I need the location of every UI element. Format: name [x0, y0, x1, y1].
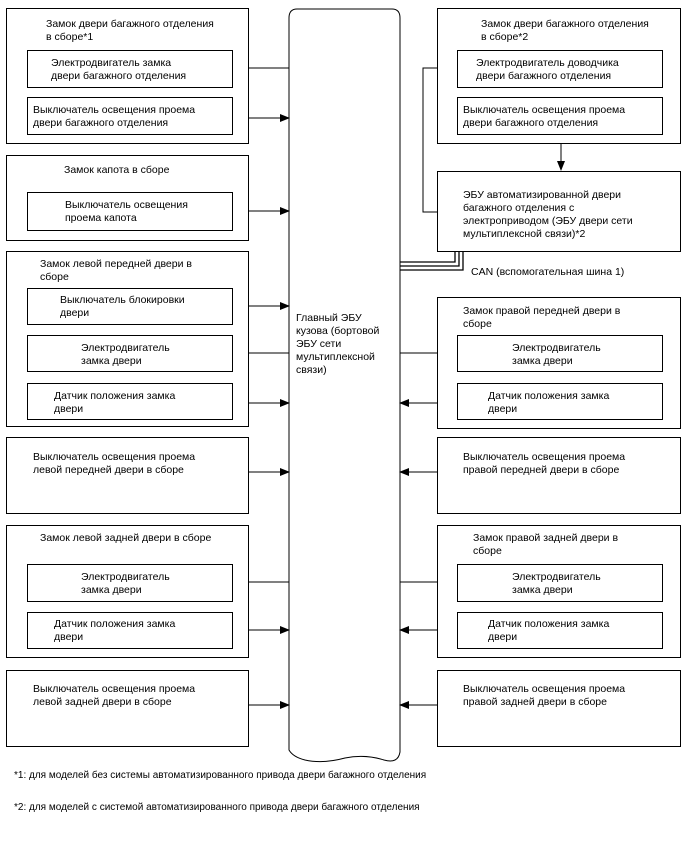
- right-trunk-courtesy-switch: [457, 97, 663, 135]
- left-trunk-courtesy-switch: [27, 97, 233, 135]
- front-left-courtesy-switch: [6, 437, 249, 514]
- power-back-door-ecu: [437, 171, 681, 252]
- hood-courtesy-switch: [27, 192, 233, 231]
- left-trunk-lock-title: Замок двери багажного отделения в сборе*…: [46, 18, 214, 43]
- rear-left-lock-motor-label: Электродвигатель замка двери: [81, 571, 170, 596]
- front-left-lock-motor-label: Электродвигатель замка двери: [81, 342, 170, 367]
- front-left-door-lock-title: Замок левой передней двери в сборе: [40, 258, 192, 283]
- rear-left-lock-sensor-label: Датчик положения замка двери: [54, 618, 176, 643]
- can-bus: [400, 252, 456, 263]
- rear-left-lock-motor: [27, 564, 233, 602]
- rear-right-lock-sensor-label: Датчик положения замка двери: [488, 618, 610, 643]
- front-right-lock-motor: [457, 335, 663, 372]
- rear-right-door-lock-title: Замок правой задней двери в сборе: [473, 532, 619, 557]
- front-left-lock-sensor: [27, 383, 233, 420]
- hood-lock-title: Замок капота в сборе: [64, 164, 170, 176]
- front-left-courtesy-switch-label: Выключатель освещения проема левой перед…: [33, 451, 196, 476]
- right-trunk-closer-motor-label: Электродвигатель доводчика двери багажно…: [476, 57, 619, 82]
- can-bus-label: CAN (вспомогательная шина 1): [471, 266, 625, 278]
- front-right-lock-motor-label: Электродвигатель замка двери: [512, 342, 601, 367]
- rear-right-lock-motor-label: Электродвигатель замка двери: [512, 571, 601, 596]
- front-right-courtesy-switch: [437, 437, 681, 514]
- front-left-lock-switch: [27, 288, 233, 325]
- rear-right-lock-sensor: [457, 612, 663, 649]
- rear-left-lock-sensor: [27, 612, 233, 649]
- main-ecu-outline: [288, 8, 401, 763]
- rear-left-courtesy-switch-label: Выключатель освещения проема левой задне…: [33, 683, 196, 708]
- front-right-courtesy-switch-label: Выключатель освещения проема правой пере…: [463, 451, 626, 476]
- rear-right-courtesy-switch: [437, 670, 681, 747]
- left-trunk-courtesy-switch-label: Выключатель освещения проема двери багаж…: [33, 104, 196, 129]
- rear-left-door-lock-title: Замок левой задней двери в сборе: [40, 532, 212, 544]
- right-trunk-closer-motor: [457, 50, 663, 88]
- left-trunk-lock-motor: [27, 50, 233, 88]
- power-back-door-ecu-label: ЭБУ автоматизированной двери багажного о…: [463, 189, 633, 240]
- front-right-lock-sensor-label: Датчик положения замка двери: [488, 390, 610, 415]
- front-right-door-lock-title: Замок правой передней двери в сборе: [463, 305, 621, 330]
- rear-right-courtesy-switch-label: Выключатель освещения проема правой задн…: [463, 683, 626, 708]
- rear-left-courtesy-switch: [6, 670, 249, 747]
- main-body-ecu-label: Главный ЭБУ кузова (бортовой ЭБУ сети му…: [296, 312, 380, 376]
- right-trunk-courtesy-switch-label: Выключатель освещения проема двери багаж…: [463, 104, 626, 129]
- hood-courtesy-switch-label: Выключатель освещения проема капота: [65, 199, 188, 224]
- front-right-lock-sensor: [457, 383, 663, 420]
- rear-right-lock-motor: [457, 564, 663, 602]
- right-trunk-lock-title: Замок двери багажного отделения в сборе*…: [481, 18, 649, 43]
- left-trunk-lock-motor-label: Электродвигатель замка двери багажного о…: [51, 57, 187, 82]
- front-left-lock-sensor-label: Датчик положения замка двери: [54, 390, 176, 415]
- front-left-lock-motor: [27, 335, 233, 372]
- front-left-lock-switch-label: Выключатель блокировки двери: [60, 294, 185, 319]
- footnote-2: *2: для моделей с системой автоматизиров…: [14, 802, 420, 813]
- footnote-1: *1: для моделей без системы автоматизиро…: [14, 770, 427, 781]
